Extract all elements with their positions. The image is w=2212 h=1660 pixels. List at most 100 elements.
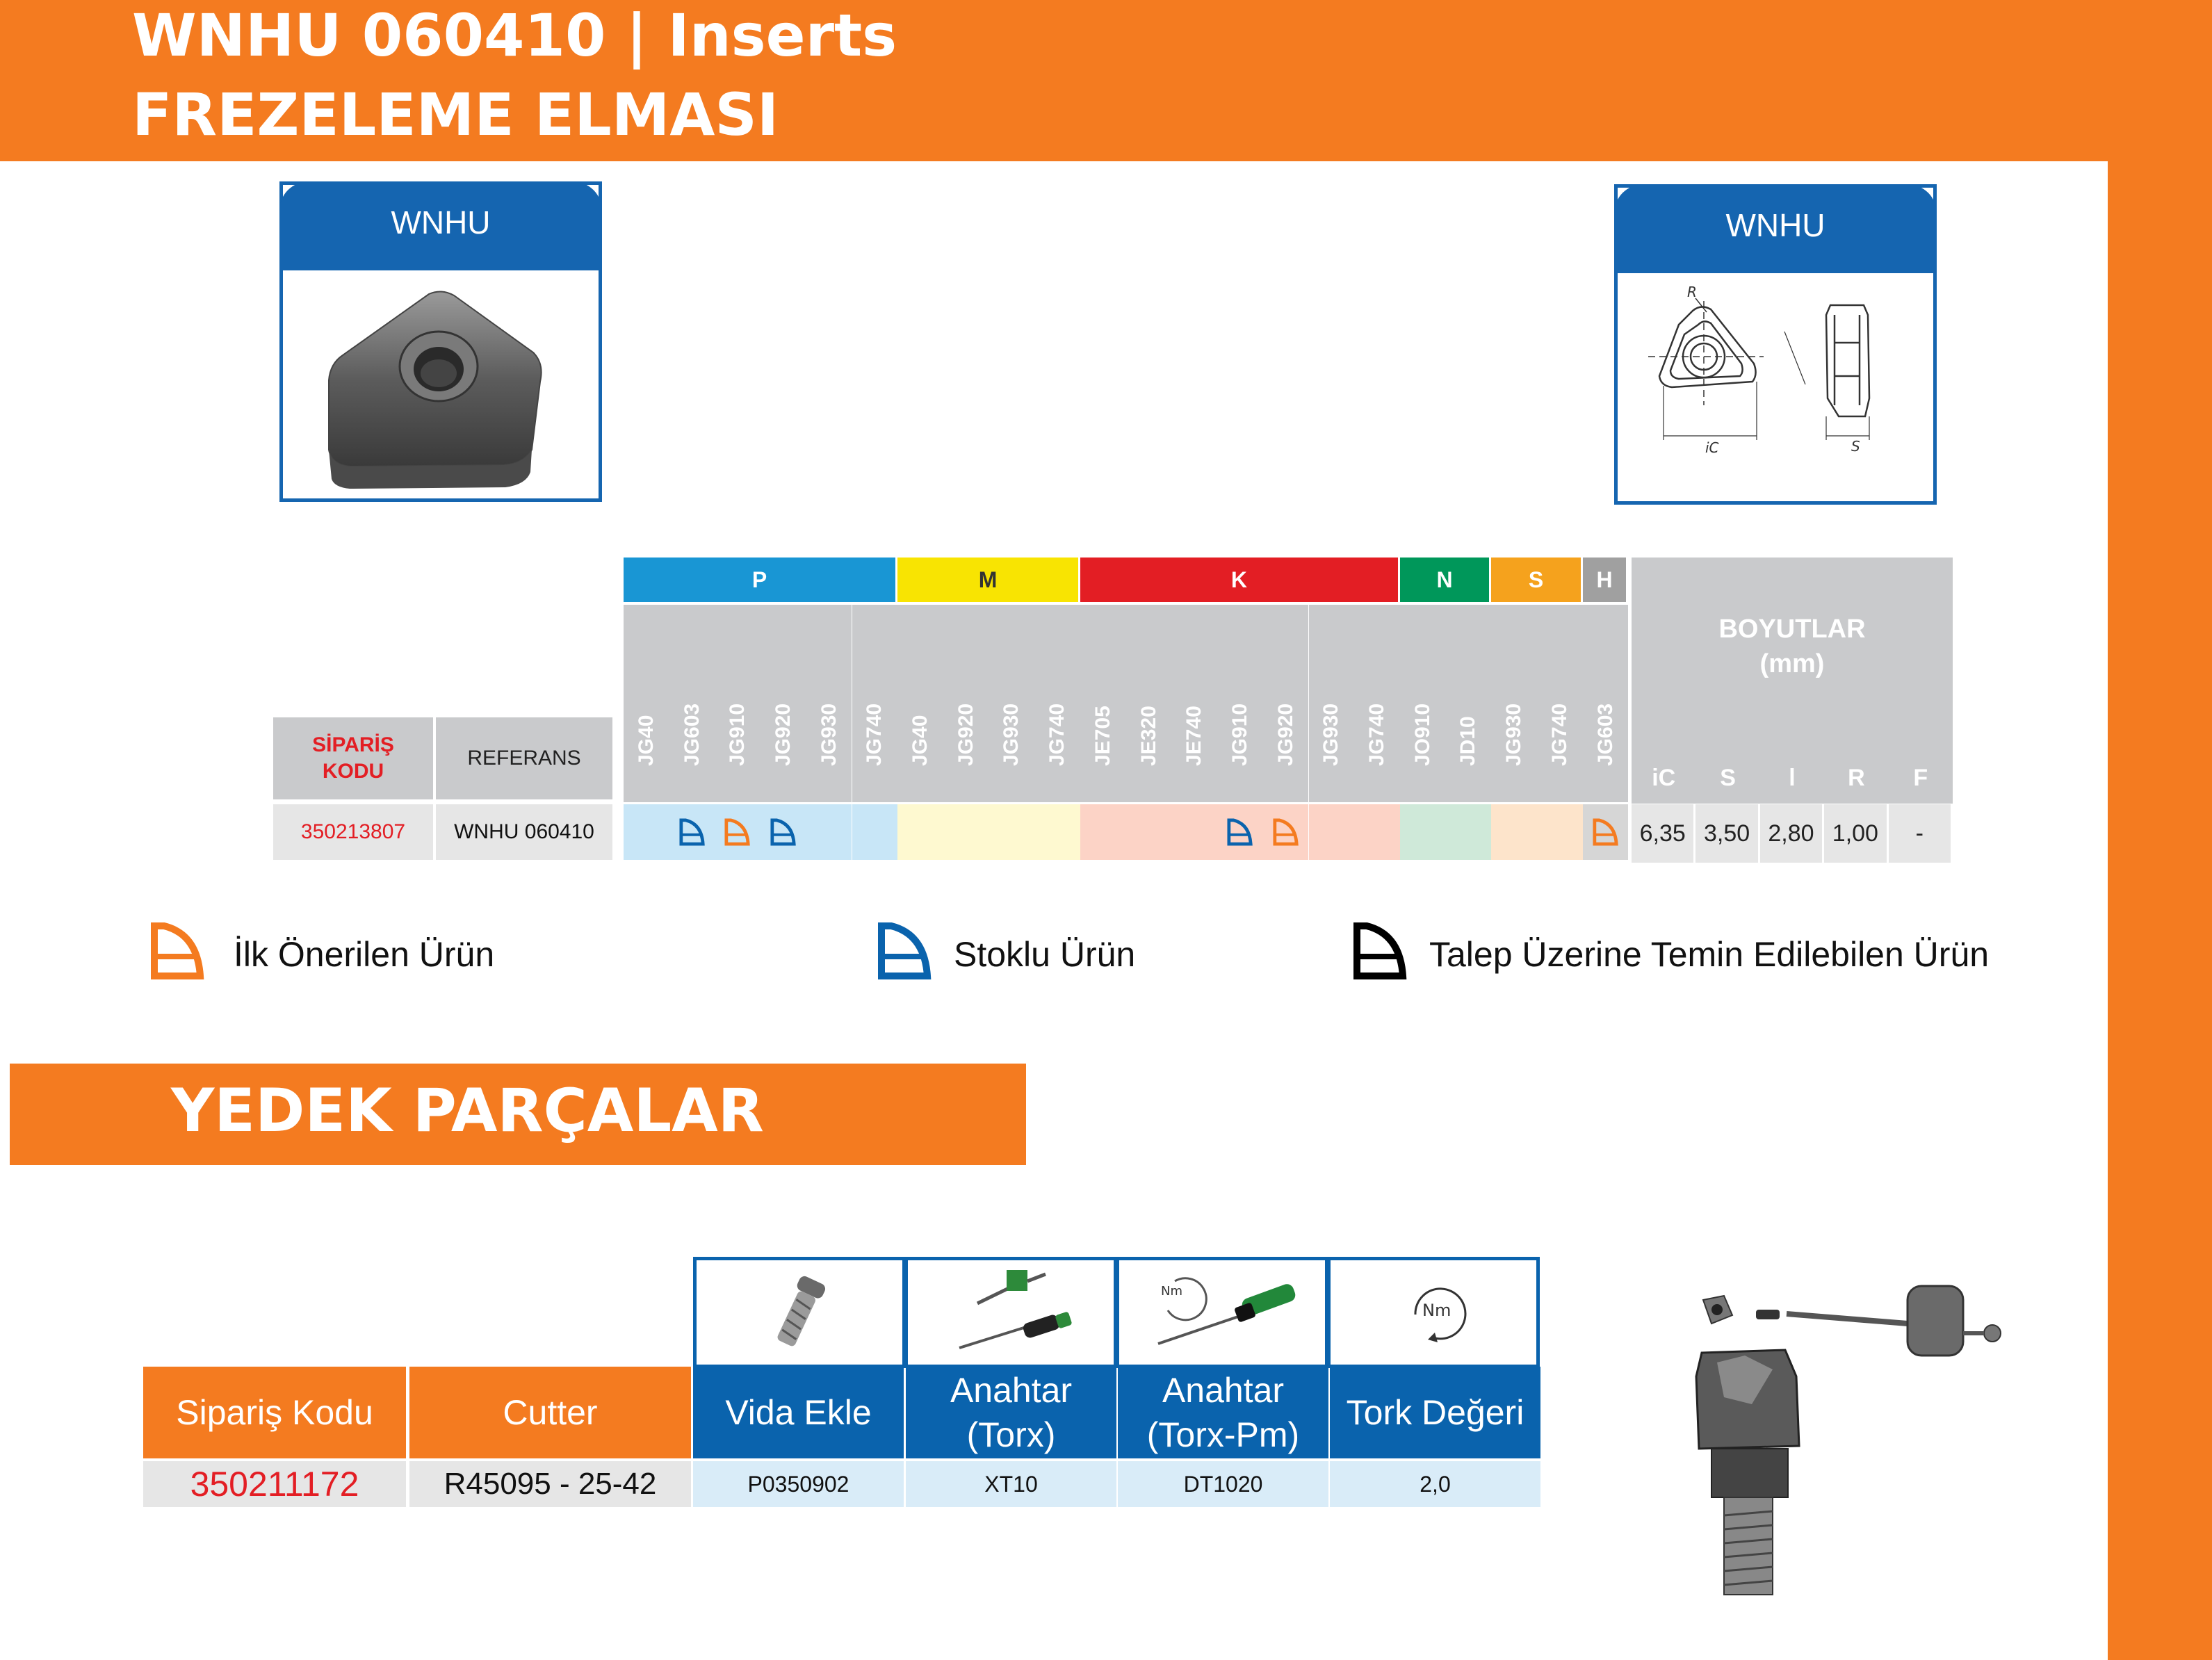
grade-name-cell: JG40 xyxy=(897,605,945,802)
stock-icon xyxy=(878,922,932,979)
grade-name-cell: JG930 xyxy=(806,605,854,802)
grade-availability-cell xyxy=(1262,804,1311,860)
dimensions-header-text: BOYUTLAR (mm) xyxy=(1718,615,1866,678)
grade-availability-cell xyxy=(1308,804,1357,860)
grade-availability-cell xyxy=(852,804,900,860)
torxpm-nm-label: Nm xyxy=(1161,1284,1182,1299)
spare-parts-title: YEDEK PARÇALAR xyxy=(171,1076,764,1146)
reference-value: WNHU 060410 xyxy=(454,820,594,843)
grade-name-cell: JG740 xyxy=(1354,605,1402,802)
insert-dimension-drawing: R iC S xyxy=(1648,284,1871,456)
stock-icon xyxy=(770,818,796,846)
grade-availability-cell xyxy=(624,804,672,860)
technical-drawing-label: WNHU xyxy=(1614,184,1937,273)
recommended-icon xyxy=(1273,818,1299,846)
spare-torxpm-header: Anahtar (Torx-Pm) xyxy=(1118,1367,1328,1458)
torx-key-icon-cell xyxy=(904,1257,1117,1368)
grade-availability-cell xyxy=(669,804,717,860)
dim-label-ic: iC xyxy=(1705,439,1719,456)
grade-availability-cell xyxy=(1080,804,1128,860)
grade-name: JG910 xyxy=(726,703,749,766)
insert-photo xyxy=(328,291,542,489)
stock-icon xyxy=(1227,818,1253,846)
group-header-s: S xyxy=(1491,558,1581,602)
grade-name-cell: JE320 xyxy=(1125,605,1174,802)
spare-torx-header-line2: (Torx) xyxy=(966,1415,1056,1454)
spare-torx-header: Anahtar (Torx) xyxy=(906,1367,1116,1458)
grade-availability-cell xyxy=(1582,804,1631,860)
dimension-header-r: R xyxy=(1848,765,1865,791)
grade-name: JG910 xyxy=(1228,703,1251,766)
dim-label-r: R xyxy=(1687,284,1697,300)
grade-availability-cell xyxy=(897,804,945,860)
grade-name: JG930 xyxy=(1319,703,1343,766)
grade-name-cell: JG740 xyxy=(1034,605,1082,802)
group-header-k: K xyxy=(1080,558,1398,602)
grade-name-cell: JG910 xyxy=(715,605,763,802)
stock-icon xyxy=(679,818,705,846)
grade-name: JG603 xyxy=(1593,703,1617,766)
dimension-header-f: F xyxy=(1913,765,1928,791)
grade-name: JO910 xyxy=(1410,703,1434,766)
grade-name-cell: JO910 xyxy=(1399,605,1448,802)
grade-name: JG920 xyxy=(771,703,795,766)
grade-availability-cell xyxy=(943,804,991,860)
product-photo-box: WNHU xyxy=(279,181,602,502)
dimension-value-l: 2,80 xyxy=(1759,804,1825,863)
spare-cutter-header: Cutter xyxy=(409,1367,691,1458)
order-code-cell: 350213807 xyxy=(273,804,433,860)
dimension-value-f: - xyxy=(1888,804,1953,863)
grade-name: JG930 xyxy=(1502,703,1526,766)
grade-availability-cell xyxy=(1125,804,1174,860)
group-header-m: M xyxy=(897,558,1078,602)
grade-name-cell: JG740 xyxy=(1537,605,1585,802)
group-header-n: N xyxy=(1399,558,1490,602)
reference-header: REFERANS xyxy=(436,717,612,799)
grade-name-cell: JG920 xyxy=(1262,605,1311,802)
grade-name: JG40 xyxy=(909,715,932,766)
dimension-header-ic: iC xyxy=(1652,765,1676,791)
grade-name: JG920 xyxy=(1274,703,1297,766)
grade-name-cell: JE705 xyxy=(1080,605,1128,802)
grade-availability-cell xyxy=(1354,804,1402,860)
dim-label-s: S xyxy=(1851,438,1860,455)
order-code-header-text: SİPARİŞ KODU xyxy=(312,733,394,783)
grade-availability-cell xyxy=(1217,804,1265,860)
group-header-h: H xyxy=(1582,558,1627,602)
legend-recommended-label: İlk Önerilen Ürün xyxy=(234,935,495,974)
legend-stock-label: Stoklu Ürün xyxy=(954,935,1136,974)
spare-order-code-value: 350211172 xyxy=(143,1461,406,1507)
dimension-value-ic: 6,35 xyxy=(1632,804,1696,863)
reference-cell: WNHU 060410 xyxy=(436,804,612,860)
grade-name: JG930 xyxy=(817,703,840,766)
grade-availability-cell xyxy=(715,804,763,860)
torque-icon-cell: Nm xyxy=(1327,1257,1540,1368)
grade-name-cell: JG920 xyxy=(761,605,808,802)
legend-on-demand-label: Talep Üzerine Temin Edilebilen Ürün xyxy=(1429,935,1990,974)
torque-icon: Nm xyxy=(1414,1287,1467,1342)
spare-torxpm-header-line1: Anahtar xyxy=(1162,1371,1285,1410)
dimensions-header: BOYUTLAR (mm) xyxy=(1632,558,1953,804)
screw-icon-cell xyxy=(693,1257,906,1368)
spare-screw-header: Vida Ekle xyxy=(693,1367,904,1458)
recommended-icon xyxy=(1593,818,1618,846)
grade-name: JE705 xyxy=(1091,706,1114,766)
spare-torxpm-header-line2: (Torx-Pm) xyxy=(1146,1415,1300,1454)
group-header-p: P xyxy=(624,558,896,602)
header-bar xyxy=(0,0,2212,161)
spare-torque-header: Tork Değeri xyxy=(1330,1367,1540,1458)
grade-name: JG930 xyxy=(1000,703,1023,766)
product-photo-label: WNHU xyxy=(279,181,602,270)
order-code-value: 350213807 xyxy=(300,820,406,843)
torx-key-icon xyxy=(959,1270,1072,1349)
recommended-icon xyxy=(724,818,751,846)
spare-screw-value: P0350902 xyxy=(693,1461,904,1507)
spare-torx-value: XT10 xyxy=(906,1461,1116,1507)
technical-drawing-box: WNHU R iC S xyxy=(1614,184,1937,505)
spare-torxpm-value: DT1020 xyxy=(1118,1461,1328,1507)
grade-availability-cell xyxy=(761,804,808,860)
cutter-assembly-illustration xyxy=(1695,1285,2001,1595)
grade-name: JE740 xyxy=(1182,706,1206,766)
grade-name-cell: JD10 xyxy=(1445,605,1494,802)
grade-name-cell: JG40 xyxy=(624,605,672,802)
